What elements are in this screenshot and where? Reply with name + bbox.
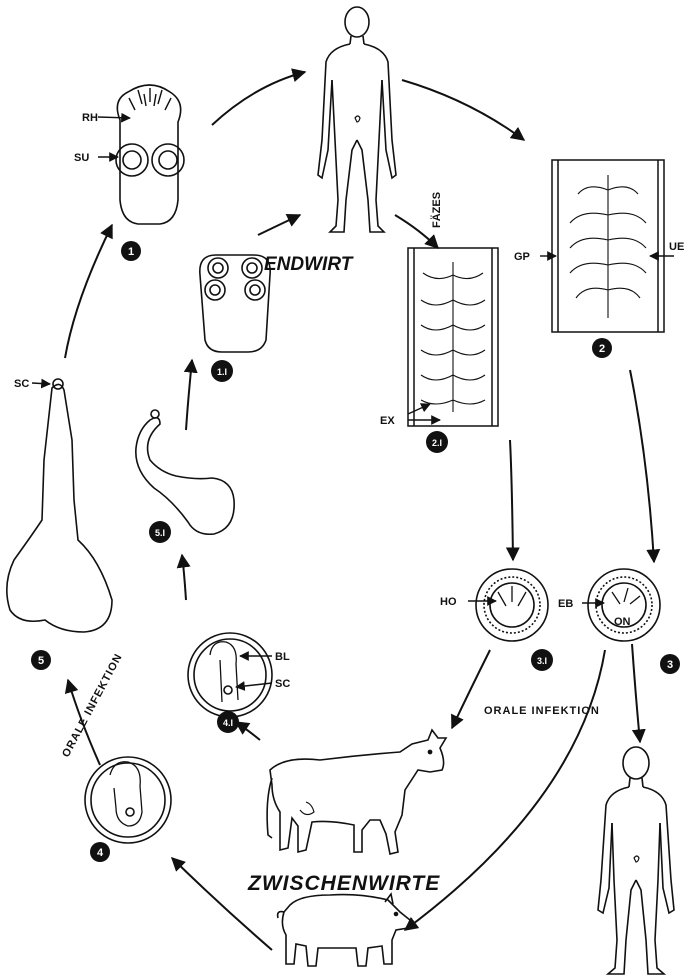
label-su: SU	[74, 152, 89, 164]
human-figure-icon	[318, 7, 396, 232]
svg-text:2.I: 2.I	[432, 438, 442, 448]
svg-text:2: 2	[599, 343, 605, 355]
cysticercus-icon	[188, 633, 272, 717]
orale-infektion-right: ORALE INFEKTION	[484, 705, 600, 717]
label-bl: BL	[275, 651, 290, 663]
svg-text:5.I: 5.I	[155, 528, 165, 538]
endwirt-title: ENDWIRT	[264, 254, 354, 275]
svg-text:5: 5	[38, 655, 44, 667]
stage-4-badge: 4	[90, 842, 110, 862]
stage-3-badge: 3	[660, 654, 680, 674]
stage-1i-badge: 1.I	[211, 360, 233, 382]
stage-3i-badge: 3.I	[531, 649, 553, 671]
label-rh: RH	[82, 112, 98, 124]
cysticercus-icon	[136, 410, 234, 534]
label-gp: GP	[514, 251, 530, 263]
label-on: ON	[614, 616, 631, 628]
cow-icon	[267, 730, 446, 854]
svg-text:3: 3	[667, 659, 673, 671]
label-ex: EX	[380, 415, 395, 427]
human-figure-icon	[598, 747, 674, 974]
svg-text:4: 4	[97, 847, 104, 859]
label-sc-cyst: SC	[275, 678, 290, 690]
label-eb: EB	[558, 598, 573, 610]
stage-5i-badge: 5.I	[149, 521, 171, 543]
svg-text:1.I: 1.I	[217, 367, 227, 377]
faezes-label: FÄZES	[430, 192, 443, 228]
pig-icon	[278, 894, 410, 966]
svg-text:4.I: 4.I	[223, 718, 233, 728]
scolex-icon	[116, 85, 184, 224]
label-ue: UE	[669, 241, 684, 253]
orale-infektion-left: ORALE INFEKTION	[60, 651, 125, 759]
label-sc-top: SC	[14, 378, 29, 390]
stage-2-badge: 2	[592, 338, 612, 358]
proglottid-icon	[552, 160, 664, 332]
label-ho: HO	[440, 596, 457, 608]
egg-icon	[588, 569, 660, 641]
proglottid-icon	[408, 248, 498, 426]
stage-5-badge: 5	[31, 650, 51, 670]
cysticercus-icon	[85, 757, 171, 843]
stage-1-badge: 1	[121, 241, 141, 261]
scolex-icon	[200, 255, 270, 352]
svg-text:3.I: 3.I	[537, 656, 547, 666]
stage-4i-badge: 4.I	[217, 711, 239, 733]
cysticercus-icon	[7, 379, 112, 632]
stage-2i-badge: 2.I	[426, 431, 448, 453]
zwischenwirte-title: ZWISCHENWIRTE	[247, 872, 440, 895]
svg-text:1: 1	[128, 246, 134, 258]
egg-icon	[476, 569, 548, 641]
